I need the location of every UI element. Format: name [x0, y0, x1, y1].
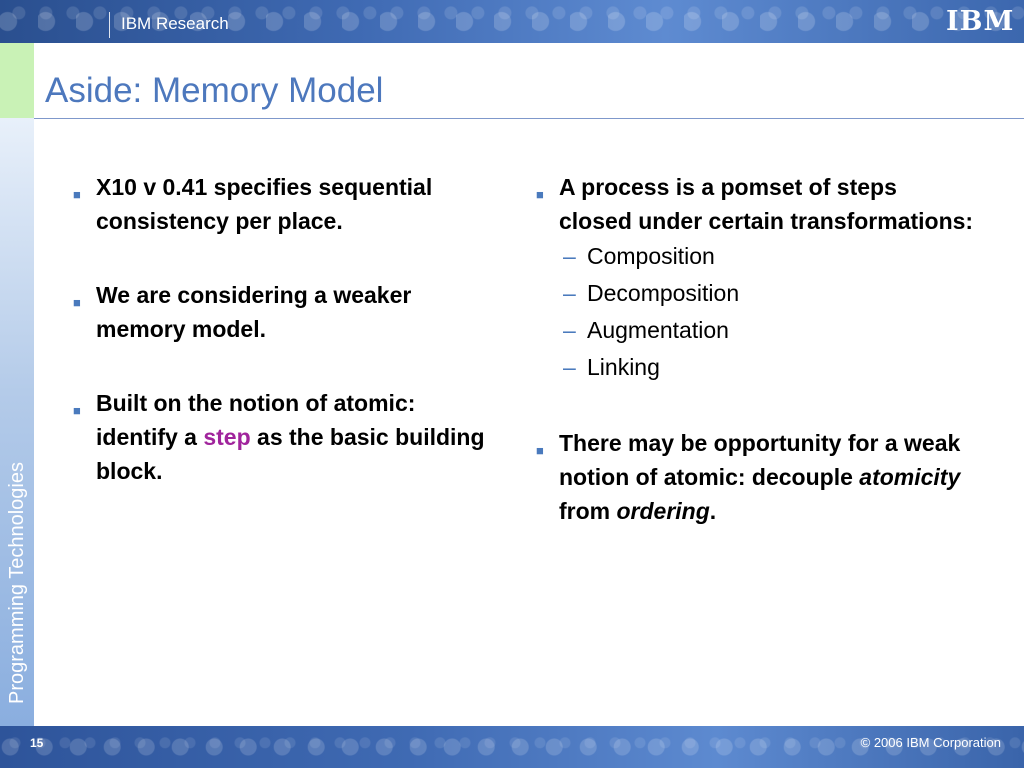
bullet-text: as the basic building block.	[96, 424, 485, 484]
square-bullet-icon: ■	[73, 187, 81, 202]
ibm-logo-icon: IBM	[946, 6, 1015, 37]
sub-item-text: Composition	[587, 243, 715, 269]
dash-marker: –	[563, 243, 576, 269]
dash-marker: –	[563, 317, 576, 343]
slide-title: Aside: Memory Model	[45, 71, 384, 110]
bullet-text: Built on the notion of atomic: identify …	[96, 390, 416, 450]
bullet-text: We are considering a weaker memory model…	[96, 282, 412, 342]
accent-block	[0, 43, 34, 118]
side-strip: Programming Technologies	[0, 118, 34, 726]
header-banner: IBM Research IBM	[0, 0, 1024, 43]
left-column: ■ X10 v 0.41 specifies sequential consis…	[73, 170, 503, 488]
square-bullet-icon: ■	[73, 295, 81, 310]
emphasis-term: atomicity	[859, 464, 961, 490]
bullet-item: ■ We are considering a weaker memory mod…	[73, 278, 503, 346]
bullet-item: ■ Built on the notion of atomic: identif…	[73, 386, 503, 488]
square-bullet-icon: ■	[73, 403, 81, 418]
square-bullet-icon: ■	[536, 187, 544, 202]
section-label: Programming Technologies	[6, 462, 28, 704]
sub-item: –Composition	[536, 238, 976, 275]
sub-item: –Decomposition	[536, 275, 976, 312]
square-bullet-icon: ■	[536, 443, 544, 458]
bullet-item: ■ There may be opportunity for a weak no…	[536, 426, 976, 528]
emphasis-term: ordering	[616, 498, 710, 524]
dash-marker: –	[563, 280, 576, 306]
bullet-item: ■ X10 v 0.41 specifies sequential consis…	[73, 170, 503, 238]
title-rule	[34, 118, 1024, 119]
bullet-text: There may be opportunity for a weak noti…	[559, 430, 961, 490]
bullet-item: ■ A process is a pomset of steps closed …	[536, 170, 976, 238]
banner-pattern	[0, 0, 1024, 43]
sub-item-text: Linking	[587, 354, 660, 380]
sub-item-text: Augmentation	[587, 317, 729, 343]
bullet-text: A process is a pomset of steps closed un…	[559, 174, 974, 234]
copyright-text: © 2006 IBM Corporation	[860, 735, 1001, 750]
brand-label: IBM Research	[121, 14, 229, 33]
page-number: 15	[30, 736, 44, 750]
banner-pattern	[0, 726, 1024, 768]
header-divider	[109, 12, 110, 38]
sub-item-text: Decomposition	[587, 280, 740, 306]
sub-item: –Linking	[536, 349, 976, 386]
bullet-text: .	[709, 498, 717, 524]
dash-marker: –	[563, 354, 576, 380]
bullet-text: from	[559, 498, 617, 524]
right-column: ■ A process is a pomset of steps closed …	[536, 170, 976, 528]
footer-banner: 15 © 2006 IBM Corporation	[0, 726, 1024, 768]
bullet-text: X10 v 0.41 specifies sequential consiste…	[96, 174, 433, 234]
highlight-term: step	[203, 424, 251, 450]
sub-item: –Augmentation	[536, 312, 976, 349]
